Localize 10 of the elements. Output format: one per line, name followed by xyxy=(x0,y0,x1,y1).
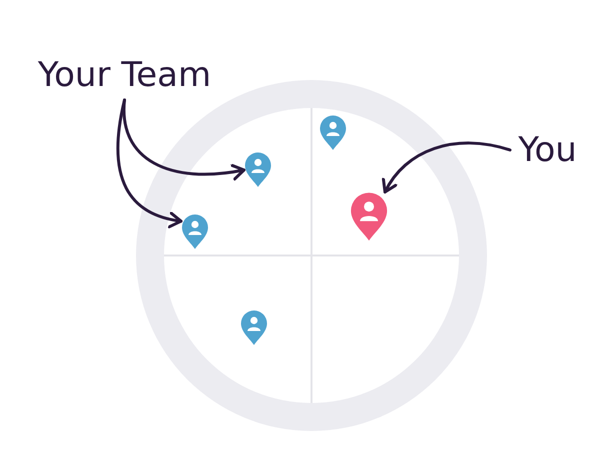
handwritten-label: Your Team xyxy=(22,50,227,100)
curved-arrow xyxy=(122,98,246,180)
location-pin-icon xyxy=(181,214,209,250)
handwritten-label: You xyxy=(510,126,585,174)
curved-arrow xyxy=(382,142,512,194)
location-pin-icon xyxy=(349,192,389,242)
location-pin-icon xyxy=(244,152,272,188)
location-pin-icon xyxy=(319,115,347,151)
curved-arrow xyxy=(116,98,182,228)
location-pin-icon xyxy=(240,310,268,346)
